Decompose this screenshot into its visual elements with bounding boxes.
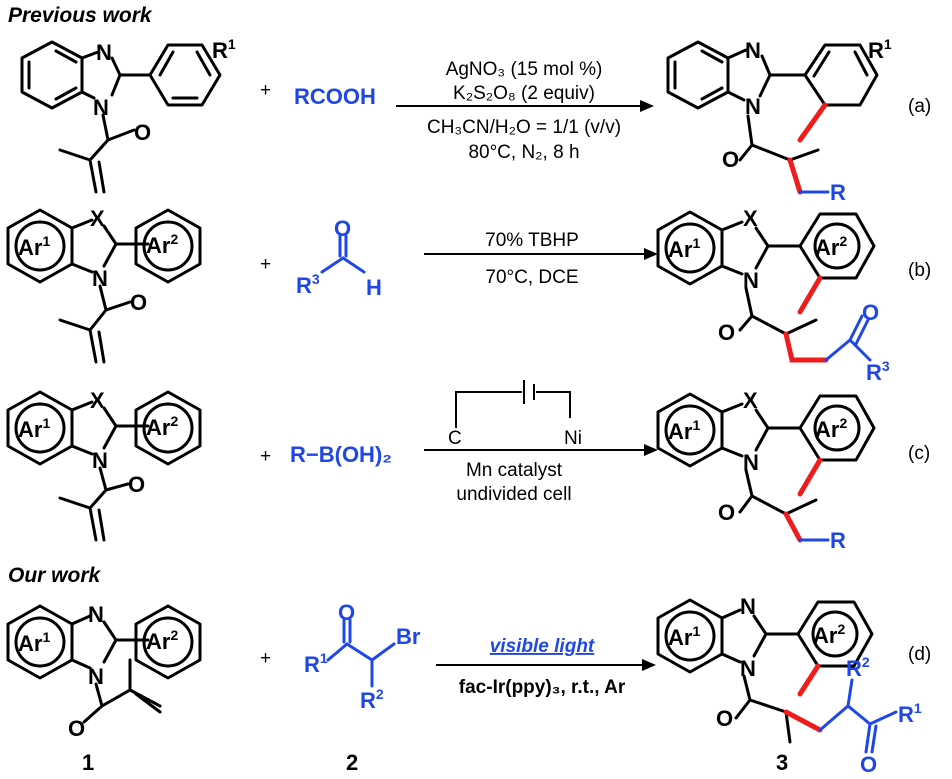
label-a: (a): [908, 96, 931, 117]
condition-temperature: 70°C, DCE: [485, 267, 578, 288]
label-d: (d): [908, 644, 931, 665]
reagent-boronic-acid: R−B(OH)₂: [290, 442, 392, 467]
atom-x: X: [743, 388, 758, 413]
condition-k2s2o8: K₂S₂O₈ (2 equiv): [453, 83, 595, 104]
atom-n: N: [740, 594, 756, 619]
atom-n: N: [93, 95, 109, 120]
bromo-ketone-reagent: O Br R1 R2 2: [304, 600, 421, 775]
atom-o: O: [68, 716, 85, 741]
group-ar2: Ar2: [815, 233, 847, 260]
label-b: (b): [908, 260, 931, 281]
substituent-r1: R1: [304, 650, 328, 677]
atom-o: O: [718, 500, 735, 525]
reactant-b: X N O Ar1 Ar2: [6, 206, 202, 364]
atom-n: N: [88, 602, 104, 627]
label-c: (c): [908, 443, 930, 464]
atom-n: N: [96, 40, 112, 65]
group-ar1: Ar1: [18, 233, 50, 260]
electrochemical-cell: C Ni: [448, 380, 582, 449]
group-ar1: Ar1: [18, 415, 50, 442]
group-ar2: Ar2: [815, 415, 847, 442]
atom-o: O: [716, 706, 733, 731]
atom-o: O: [128, 472, 145, 497]
compound-number-3: 3: [776, 750, 788, 775]
atom-o: O: [860, 752, 877, 777]
group-ar2: Ar2: [146, 627, 178, 654]
condition-visible-light: visible light: [490, 636, 595, 657]
electrode-ni: Ni: [564, 428, 582, 449]
reaction-c: X N O Ar1 Ar2 + R−B(OH)₂ C Ni Mn catalys…: [6, 380, 930, 553]
plus-sign: +: [260, 648, 271, 669]
condition-photocatalyst: fac-Ir(ppy)₃, r.t., Ar: [459, 677, 626, 698]
condition-tbhp: 70% TBHP: [485, 230, 579, 251]
substituent-r1: R1: [898, 700, 922, 727]
reagent-rcooh: RCOOH: [294, 84, 376, 109]
condition-temperature: 80°C, N₂, 8 h: [468, 142, 579, 163]
atom-n: N: [740, 656, 756, 681]
reactant-c: X N O Ar1 Ar2: [6, 388, 202, 542]
atom-n: N: [743, 450, 759, 475]
reactant-a: N N O R1: [20, 36, 236, 194]
product-c: X N O R Ar1 Ar2: [656, 388, 876, 553]
aldehyde-reagent: O R3 H: [296, 216, 382, 300]
atom-n: N: [745, 94, 761, 119]
group-ar2: Ar2: [146, 413, 178, 440]
atom-o: O: [338, 600, 355, 625]
product-b: X N O O R3 Ar1 Ar2: [656, 206, 890, 385]
atom-x: X: [90, 388, 105, 413]
substituent-r1: R1: [212, 36, 236, 63]
arrow-a: [396, 100, 654, 112]
substituent-r2: R2: [360, 686, 384, 713]
heading-previous-work: Previous work: [8, 4, 153, 27]
reaction-a: N N O R1 + RCOOH AgNO₃ (15 mol %) K₂S₂O₈…: [20, 36, 931, 205]
condition-catalyst: Mn catalyst: [466, 460, 563, 481]
compound-number-2: 2: [346, 750, 358, 775]
condition-cell: undivided cell: [456, 484, 571, 505]
atom-n: N: [745, 38, 761, 63]
group-ar1: Ar1: [668, 235, 700, 262]
group-ar1: Ar1: [18, 629, 50, 656]
compound-number-1: 1: [82, 750, 94, 775]
electrode-c: C: [448, 428, 462, 449]
atom-n: N: [743, 268, 759, 293]
product-a: N N O R R1: [666, 36, 892, 205]
atom-o: O: [130, 290, 147, 315]
atom-o: O: [862, 300, 879, 325]
atom-o: O: [718, 320, 735, 345]
atom-n: N: [92, 266, 108, 291]
substituent-r3: R3: [866, 358, 890, 385]
atom-n: N: [88, 664, 104, 689]
substituent-r1: R1: [868, 36, 892, 63]
atom-n: N: [92, 448, 108, 473]
heading-our-work: Our work: [8, 564, 102, 587]
atom-o: O: [134, 120, 151, 145]
reaction-d: N N O Ar1 Ar2 1 + O Br R1 R2 2 visible l…: [6, 594, 931, 777]
atom-h: H: [366, 275, 382, 300]
arrow-b: [424, 248, 658, 260]
arrow-c: [424, 444, 658, 456]
plus-sign: +: [260, 254, 271, 275]
reactant-1: N N O Ar1 Ar2 1: [6, 602, 202, 775]
group-ar1: Ar1: [668, 623, 700, 650]
substituent-r: R: [830, 528, 846, 553]
plus-sign: +: [260, 80, 271, 101]
substituent-r3: R3: [296, 271, 320, 298]
group-ar2: Ar2: [813, 621, 845, 648]
condition-solvent: CH₃CN/H₂O = 1/1 (v/v): [427, 117, 621, 138]
arrow-d: [436, 659, 656, 671]
substituent-r: R: [830, 180, 846, 205]
condition-agno3: AgNO₃ (15 mol %): [446, 59, 603, 80]
atom-br: Br: [396, 624, 421, 649]
group-ar2: Ar2: [146, 231, 178, 258]
atom-x: X: [743, 206, 758, 231]
substituent-r2: R2: [846, 654, 870, 681]
product-3: N N O R2 R1 O Ar1 Ar2 3: [656, 594, 922, 777]
plus-sign: +: [260, 446, 271, 467]
atom-o: O: [334, 216, 351, 241]
atom-o: O: [722, 147, 739, 172]
reaction-b: X N O Ar1 Ar2 + O R3 H 70% TBHP 70°C, DC…: [6, 206, 931, 385]
atom-x: X: [90, 206, 105, 231]
group-ar1: Ar1: [668, 417, 700, 444]
